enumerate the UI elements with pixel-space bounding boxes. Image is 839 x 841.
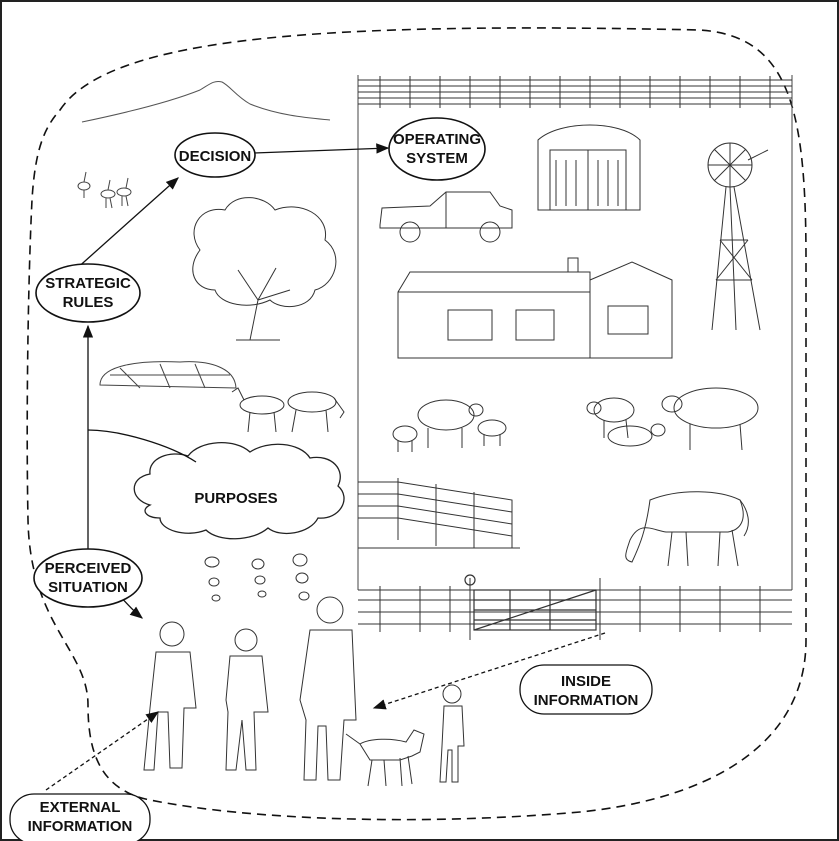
arrow-decision-to-operating xyxy=(253,143,390,154)
perceived-situation-label-2: SITUATION xyxy=(48,579,128,596)
external-information-node xyxy=(9,793,151,841)
arrow-strategic-to-decision xyxy=(74,177,179,271)
sheep-icon xyxy=(392,399,507,452)
purposes-label: PURPOSES xyxy=(194,490,277,507)
farm-area xyxy=(357,75,793,590)
perceived-situation-node xyxy=(33,548,143,608)
system-boundary xyxy=(26,27,807,821)
operating-system-label-1: OPERATING xyxy=(393,131,481,148)
people-icon xyxy=(143,596,465,783)
stone-wall-icon xyxy=(99,361,237,389)
arrow-inside-information xyxy=(372,632,606,710)
inside-information-node xyxy=(519,664,653,715)
corral-icon xyxy=(358,478,520,549)
operating-system-label-2: SYSTEM xyxy=(406,150,468,167)
grazing-horse-icon xyxy=(625,491,749,567)
dog-icon xyxy=(345,729,425,787)
top-fence xyxy=(358,76,792,108)
cattle-icon xyxy=(586,387,759,451)
mountain-outline xyxy=(81,81,331,123)
decision-node xyxy=(174,132,256,178)
thought-bubbles xyxy=(204,553,310,602)
dotted-arrows xyxy=(45,632,606,791)
bottom-fence xyxy=(358,578,792,640)
rhea-birds-icon xyxy=(77,171,132,209)
farm-gate xyxy=(464,574,597,631)
flow-arrows xyxy=(74,143,390,619)
perceived-situation-label-1: PERCEIVED xyxy=(45,560,132,577)
strategic-rules-label-2: RULES xyxy=(63,294,114,311)
windmill-icon xyxy=(707,142,769,331)
decision-label: DECISION xyxy=(179,148,252,165)
tree-icon xyxy=(192,197,337,341)
horses-icon xyxy=(231,387,345,433)
purposes-cloud xyxy=(133,441,345,540)
shed-icon xyxy=(537,124,641,211)
strategic-rules-label-1: STRATEGIC xyxy=(45,275,131,292)
line-purposes-to-axis xyxy=(87,429,197,463)
external-information-label-1: EXTERNAL xyxy=(40,799,121,816)
pickup-truck-icon xyxy=(379,191,513,243)
arrow-external-information xyxy=(45,711,160,791)
farmhouse-icon xyxy=(397,257,673,359)
strategic-rules-node xyxy=(35,263,141,323)
external-information-label-2: INFORMATION xyxy=(28,818,133,835)
inside-information-label-2: INFORMATION xyxy=(534,692,639,709)
operating-system-node xyxy=(388,117,486,181)
inside-information-label-1: INSIDE xyxy=(561,673,611,690)
